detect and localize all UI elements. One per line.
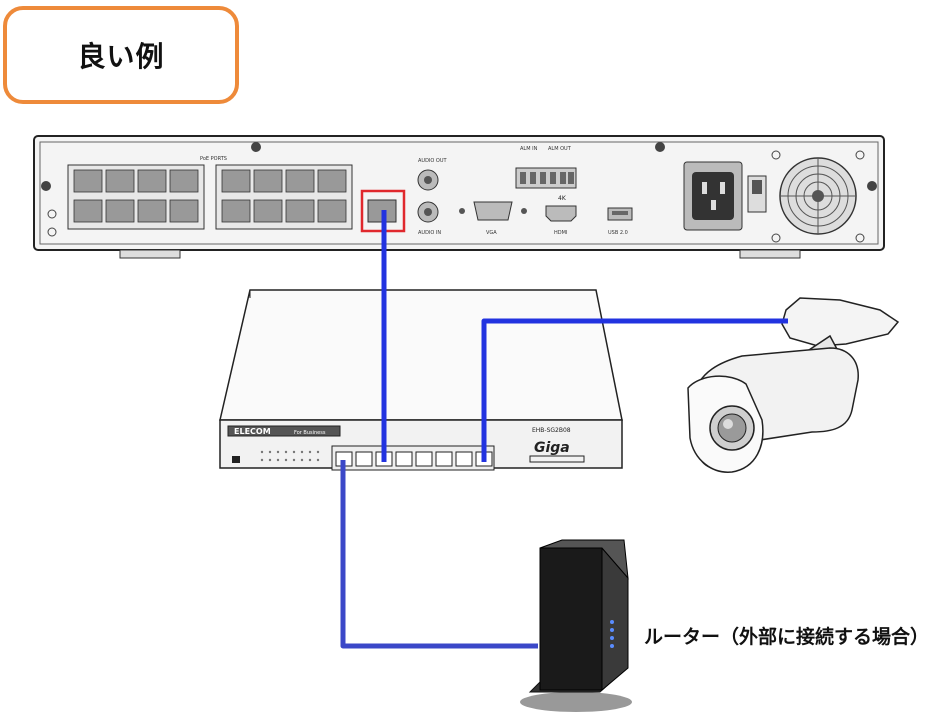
audio-in-label: AUDIO IN bbox=[418, 230, 441, 236]
cable-switch-to-router bbox=[340, 460, 538, 649]
vga-port: VGA bbox=[459, 201, 527, 236]
usb-port: USB 2.0 bbox=[607, 207, 633, 236]
network-switch: ELECOM For Business EHB-SG2B08 Giga bbox=[219, 289, 623, 471]
hdmi-port: 4K HDMI bbox=[545, 195, 577, 236]
cable-switch-to-camera bbox=[481, 318, 788, 462]
hdmi-label: HDMI bbox=[554, 230, 567, 236]
fan-grille bbox=[771, 150, 865, 243]
poe-ports-label: PoE PORTS bbox=[200, 156, 227, 162]
hdmi-4k-badge: 4K bbox=[558, 195, 567, 202]
vga-label: VGA bbox=[486, 230, 497, 236]
audio-connectors: AUDIO OUT AUDIO IN bbox=[417, 158, 448, 236]
poe-ports-bank-right bbox=[215, 164, 353, 230]
nvr-recorder: PoE PORTS bbox=[33, 135, 885, 259]
title-box: 良い例 bbox=[3, 6, 239, 104]
switch-giga-logo: Giga bbox=[534, 440, 570, 456]
power-inlet bbox=[683, 161, 767, 231]
poe-ports-bank-left bbox=[67, 164, 205, 230]
switch-model: EHB-SG2B08 bbox=[532, 427, 571, 434]
cables bbox=[340, 210, 788, 649]
router-status-leds bbox=[610, 620, 614, 648]
router-device bbox=[520, 539, 632, 712]
router-label: ルーター（外部に接続する場合） bbox=[644, 626, 930, 648]
alarm-out-label: ALM OUT bbox=[548, 146, 572, 152]
alarm-in-label: ALM IN bbox=[520, 146, 538, 152]
title-text: 良い例 bbox=[77, 40, 165, 73]
security-camera bbox=[687, 297, 900, 473]
usb-label: USB 2.0 bbox=[608, 230, 628, 236]
switch-brand: ELECOM bbox=[234, 427, 271, 436]
switch-series: For Business bbox=[294, 430, 326, 436]
audio-out-label: AUDIO OUT bbox=[418, 158, 448, 164]
alarm-terminal: ALM IN ALM OUT bbox=[515, 146, 577, 189]
